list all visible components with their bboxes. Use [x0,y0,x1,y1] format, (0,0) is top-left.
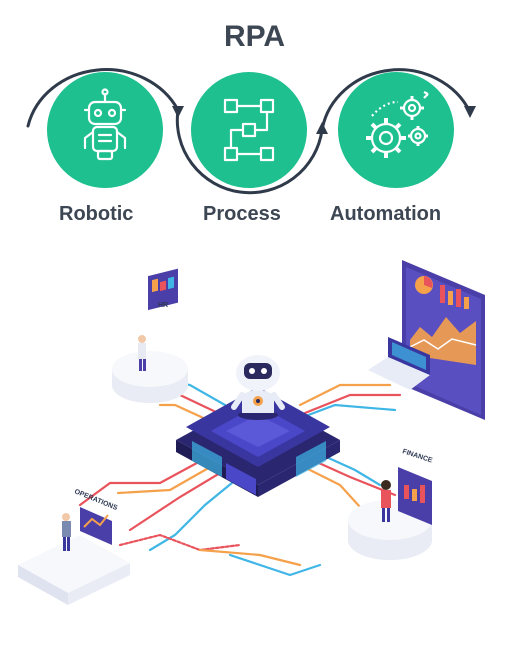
hr-station: HR [112,268,188,403]
robotic-circle [47,72,163,188]
step-label-automation: Automation [330,203,442,225]
flow-arrows [26,68,476,195]
gears-icon [366,91,429,158]
dashboard-panel [368,260,485,420]
central-server [176,355,340,497]
rpa-illustration: HR [18,260,485,605]
finance-station: FINANCE [348,448,433,560]
diagram-title: RPA [223,20,286,53]
robot-icon [83,88,127,161]
step-label-process: Process [203,203,281,225]
step-label-robotic: Robotic [59,203,134,225]
automation-circle [338,72,454,188]
hr-label: HR [158,302,168,309]
robot-figure [231,355,285,420]
finance-label: FINANCE [401,448,433,464]
flowchart-icon [223,98,275,162]
operations-station: OPERATIONS [18,488,130,605]
process-circle [191,72,307,188]
